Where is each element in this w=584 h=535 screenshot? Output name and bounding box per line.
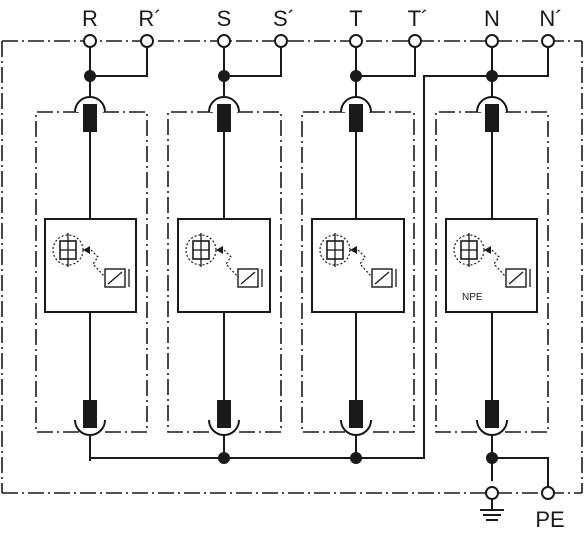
module-t [301, 75, 415, 461]
label-n-prime: N´ [539, 6, 562, 31]
protection-module-npe [445, 218, 538, 313]
terminal-t-prime [408, 34, 422, 48]
module-label-npe: NPE [462, 292, 483, 303]
terminal-n [485, 34, 499, 48]
terminal-t [349, 34, 363, 48]
protection-module-r [44, 218, 137, 313]
protection-module-s [177, 218, 271, 313]
terminal-s [217, 34, 231, 48]
terminal-s-prime [274, 34, 288, 48]
terminal-n-prime [541, 34, 555, 48]
common-bus [89, 75, 549, 521]
terminals [83, 34, 555, 500]
label-n: N [484, 6, 500, 31]
module-s [167, 75, 282, 461]
fuse-top-t [349, 104, 363, 132]
module-r [35, 75, 148, 461]
terminal-labels: R R´ S S´ T T´ N N´ PE NPE [82, 6, 565, 532]
label-s: S [217, 6, 232, 31]
fuse-top-s [217, 104, 231, 132]
label-s-prime: S´ [273, 6, 295, 31]
terminal-pe [541, 486, 555, 500]
protection-module-t [311, 218, 405, 313]
label-r: R [82, 6, 98, 31]
terminal-r-prime [140, 34, 154, 48]
fuse-bottom-s [217, 400, 231, 428]
fuse-bottom-r [83, 400, 97, 428]
fuse-top-r [83, 104, 97, 132]
label-pe: PE [535, 507, 564, 532]
fuse-top-npe [485, 104, 499, 132]
label-t: T [349, 6, 362, 31]
terminal-bridges [89, 40, 549, 77]
label-r-prime: R´ [138, 6, 161, 31]
module-npe [435, 75, 549, 481]
terminal-ground [485, 486, 499, 500]
terminal-r [83, 34, 97, 48]
varistor-symbols [52, 233, 531, 288]
label-t-prime: T´ [408, 6, 429, 31]
junction-dots [84, 70, 498, 464]
fuse-bottom-t [349, 400, 363, 428]
fuse-bottom-npe [485, 400, 499, 428]
